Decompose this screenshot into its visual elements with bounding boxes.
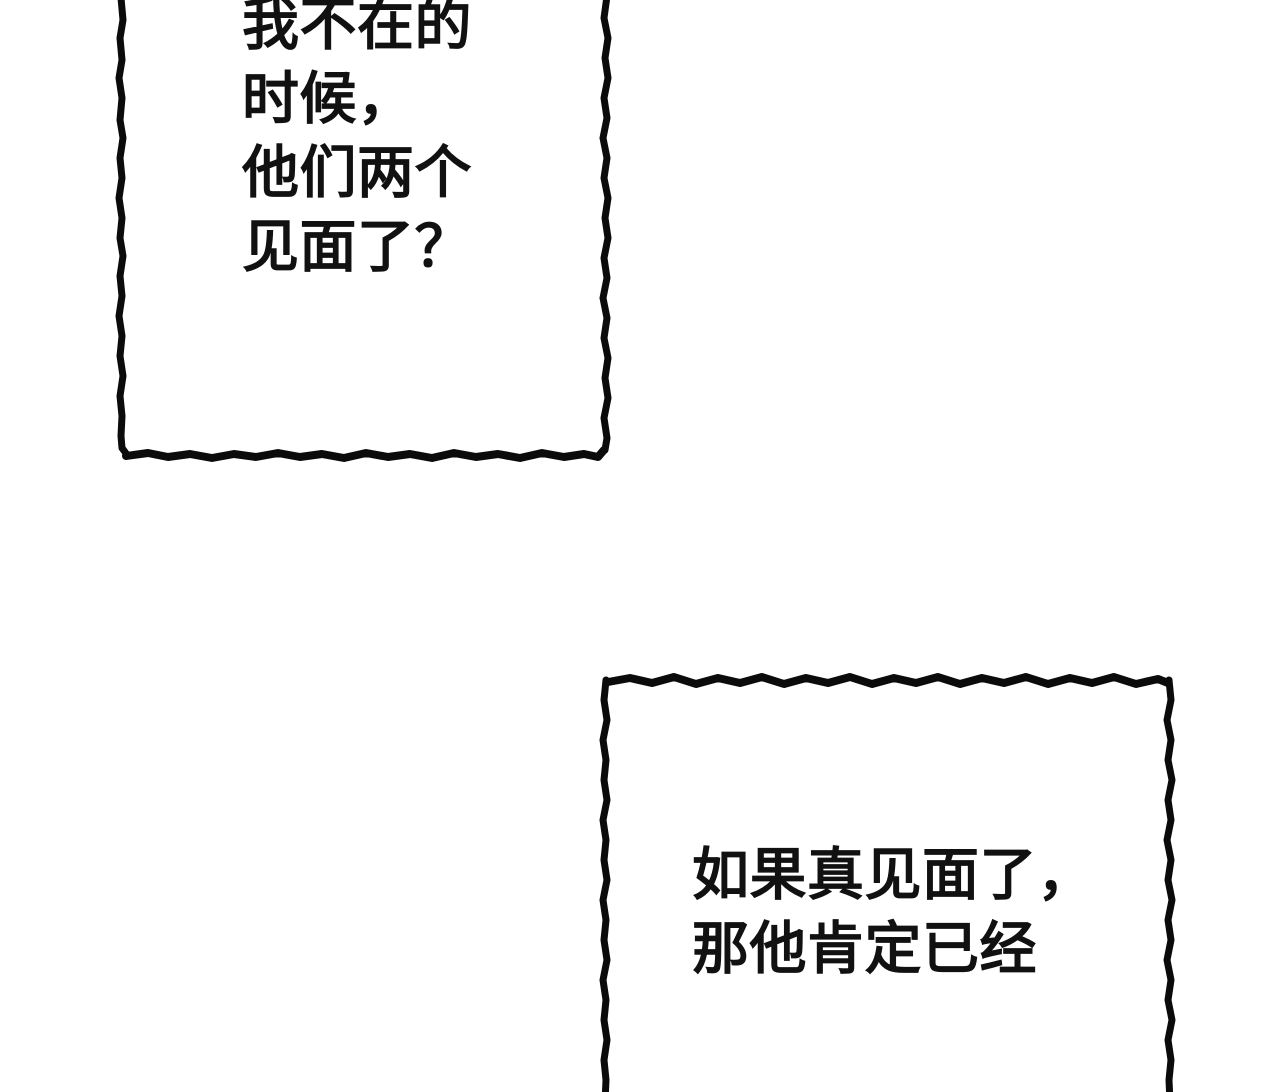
comic-panel-lower-right: 如果真见面了， 那他肯定已经	[599, 672, 1176, 1092]
panel-2-dialogue: 如果真见面了， 那他肯定已经	[692, 843, 1095, 981]
comic-panel-upper-left: 我不在的 时候， 他们两个 见面了？	[115, 0, 612, 468]
panel-1-dialogue: 我不在的 时候， 他们两个 见面了？	[242, 0, 472, 279]
comic-page: 我不在的 时候， 他们两个 见面了？ 如果真见面了， 那他肯定已经	[115, 0, 1176, 1092]
